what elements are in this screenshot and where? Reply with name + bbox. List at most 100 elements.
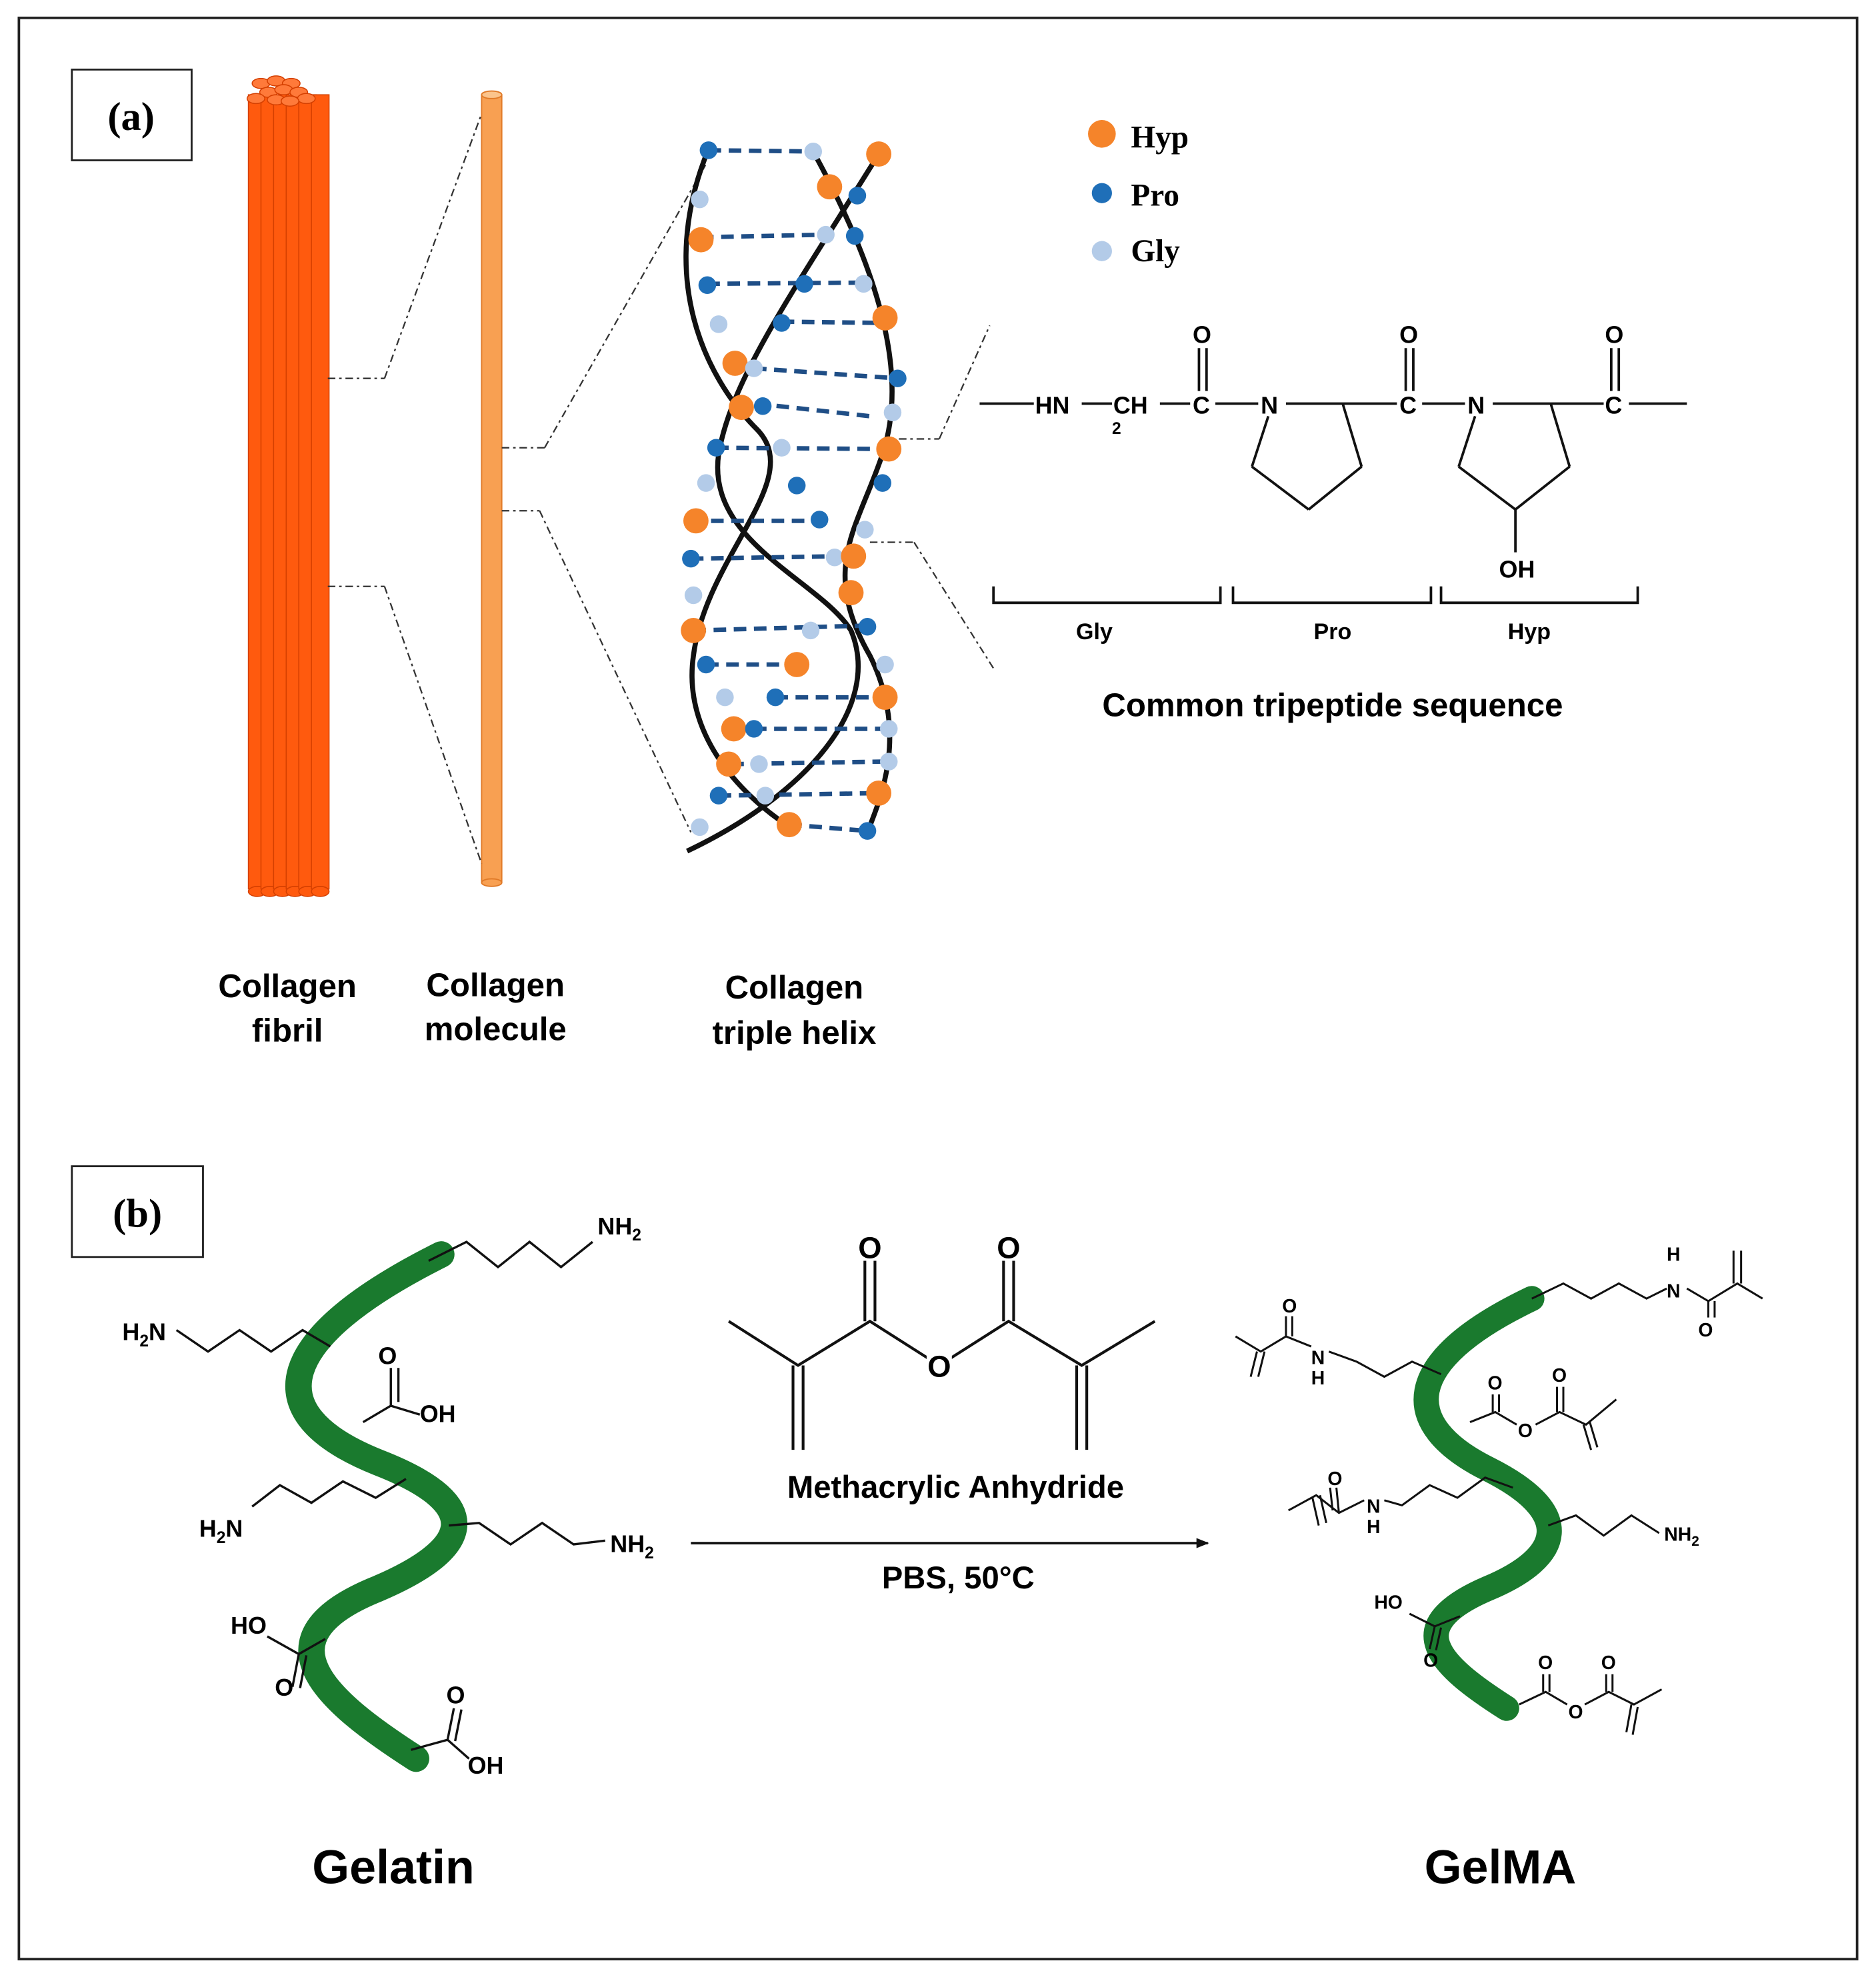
hyp-residue <box>866 141 892 167</box>
gelma-o-bottom-carbonyl-2: O <box>1601 1652 1616 1674</box>
legend-pro-marker <box>1091 183 1112 203</box>
anhydride-o-right: O <box>997 1231 1020 1265</box>
label-helix-line1: Collagen <box>725 969 864 1006</box>
atom-c2: C <box>1399 392 1417 419</box>
pro-residue <box>787 477 806 495</box>
gelatin-nh2-right: NH2 <box>610 1530 654 1562</box>
gelma-o-ester-carbonyl-2: O <box>1552 1365 1567 1386</box>
gelatin-oh-upper: OH <box>420 1400 456 1428</box>
hyp-residue <box>683 508 709 534</box>
hydrogen-bond <box>707 280 864 287</box>
hyp-residue <box>872 305 898 331</box>
atom-hn: HN <box>1035 392 1070 419</box>
atom-c1: C <box>1193 392 1210 419</box>
pro-residue <box>889 369 907 387</box>
hydrogen-bond <box>701 232 826 240</box>
anhydride-o-bridge: O <box>927 1349 951 1383</box>
gelatin-oh-bottom: OH <box>468 1752 504 1779</box>
pro-residue <box>810 511 829 529</box>
gelatin-h2n-middle: H2N <box>199 1515 243 1547</box>
atom-c3: C <box>1605 392 1622 419</box>
tripeptide-structure <box>979 348 1687 605</box>
pro-residue <box>795 275 813 293</box>
residue-label-gly: Gly <box>1076 619 1113 645</box>
pro-residue <box>709 787 728 805</box>
gly-residue <box>697 474 715 492</box>
fibril-strand <box>311 94 330 890</box>
legend-gly-marker <box>1091 241 1112 261</box>
label-molecule-line1: Collagen <box>426 967 565 1003</box>
gelma-o-bottom-carbonyl: O <box>1538 1652 1553 1674</box>
pro-residue <box>698 276 717 294</box>
hyp-residue <box>838 580 864 606</box>
atom-ch-subscript: 2 <box>1112 420 1121 438</box>
hyp-residue <box>721 716 747 742</box>
zoom-lines-fibril <box>327 113 483 865</box>
gly-residue <box>804 143 823 161</box>
hydrogen-bond <box>753 366 898 381</box>
gelma-n-top: N <box>1667 1280 1680 1302</box>
gly-residue <box>745 359 763 377</box>
hydrogen-bond <box>708 148 813 154</box>
atom-o3: O <box>1605 321 1623 349</box>
legend-hyp-marker <box>1088 120 1116 148</box>
gelma-name: GelMA <box>1425 1841 1577 1894</box>
gly-residue <box>801 621 820 640</box>
legend-hyp-label: Hyp <box>1131 121 1189 155</box>
panel-a: (a) <box>71 68 1687 1051</box>
pro-residue <box>766 688 785 707</box>
hyp-residue <box>876 436 902 462</box>
gly-residue <box>750 755 768 773</box>
pro-residue <box>858 822 877 840</box>
residue-labels: Gly Pro Hyp <box>1076 619 1551 645</box>
gelatin-molecule: NH2 H2N O OH H2N NH2 HO O O OH <box>122 1212 653 1779</box>
hydrogen-bond <box>716 445 889 451</box>
pro-residue <box>699 141 718 159</box>
gly-residue <box>716 688 734 707</box>
gelma-o-ester-carbonyl: O <box>1488 1372 1503 1394</box>
panel-b-label: (b) <box>113 1191 162 1236</box>
gly-residue <box>825 548 844 567</box>
atom-oh: OH <box>1499 555 1535 583</box>
gelma-n-left-middle: N <box>1367 1496 1380 1518</box>
pro-residue <box>773 314 791 332</box>
gly-residue <box>817 225 835 244</box>
panel-b-label-box <box>71 1165 204 1258</box>
reaction-conditions: PBS, 50°C <box>882 1560 1035 1596</box>
panel-b: (b) <box>71 1165 1763 1894</box>
hyp-residue <box>688 227 714 253</box>
gly-residue <box>709 315 728 333</box>
label-fibril-line2: fibril <box>252 1012 323 1048</box>
fibril-strand-end <box>311 886 330 897</box>
residue-label-pro: Pro <box>1314 619 1352 645</box>
hyp-residue <box>784 652 810 677</box>
fibril-strand-top <box>280 95 299 107</box>
gelma-o-left-upper: O <box>1282 1296 1297 1317</box>
gly-residue <box>855 275 873 293</box>
gly-residue <box>883 403 902 421</box>
fibril-strand-top <box>297 93 316 105</box>
gelma-n-left-upper: N <box>1311 1348 1325 1369</box>
gly-residue <box>691 190 709 209</box>
hyp-residue <box>872 685 898 711</box>
gelatin-carbonyl-o-bottom: O <box>446 1681 465 1708</box>
fibril-strand-top <box>246 93 265 105</box>
atom-o2: O <box>1399 321 1418 349</box>
gelma-o-top: O <box>1698 1320 1713 1341</box>
hydrogen-bond <box>718 791 879 798</box>
pro-residue <box>858 618 877 636</box>
gly-residue <box>773 439 791 457</box>
panel-a-label: (a) <box>107 95 155 139</box>
gly-residue <box>880 720 898 738</box>
pro-residue <box>745 720 763 738</box>
gelma-o-ester-bridge: O <box>1518 1420 1533 1442</box>
hyp-residue <box>729 395 754 421</box>
panel-a-label-box <box>71 68 193 161</box>
gelma-molecule: H N O O N H O O O O N H NH2 HO O O O O <box>1235 1244 1763 1735</box>
gly-residue <box>856 521 874 539</box>
gelma-o-lower: O <box>1423 1650 1438 1671</box>
pro-residue <box>682 549 700 568</box>
hydrogen-bond <box>693 623 870 633</box>
gly-residue <box>876 655 894 674</box>
label-fibril-line1: Collagen <box>218 968 357 1004</box>
